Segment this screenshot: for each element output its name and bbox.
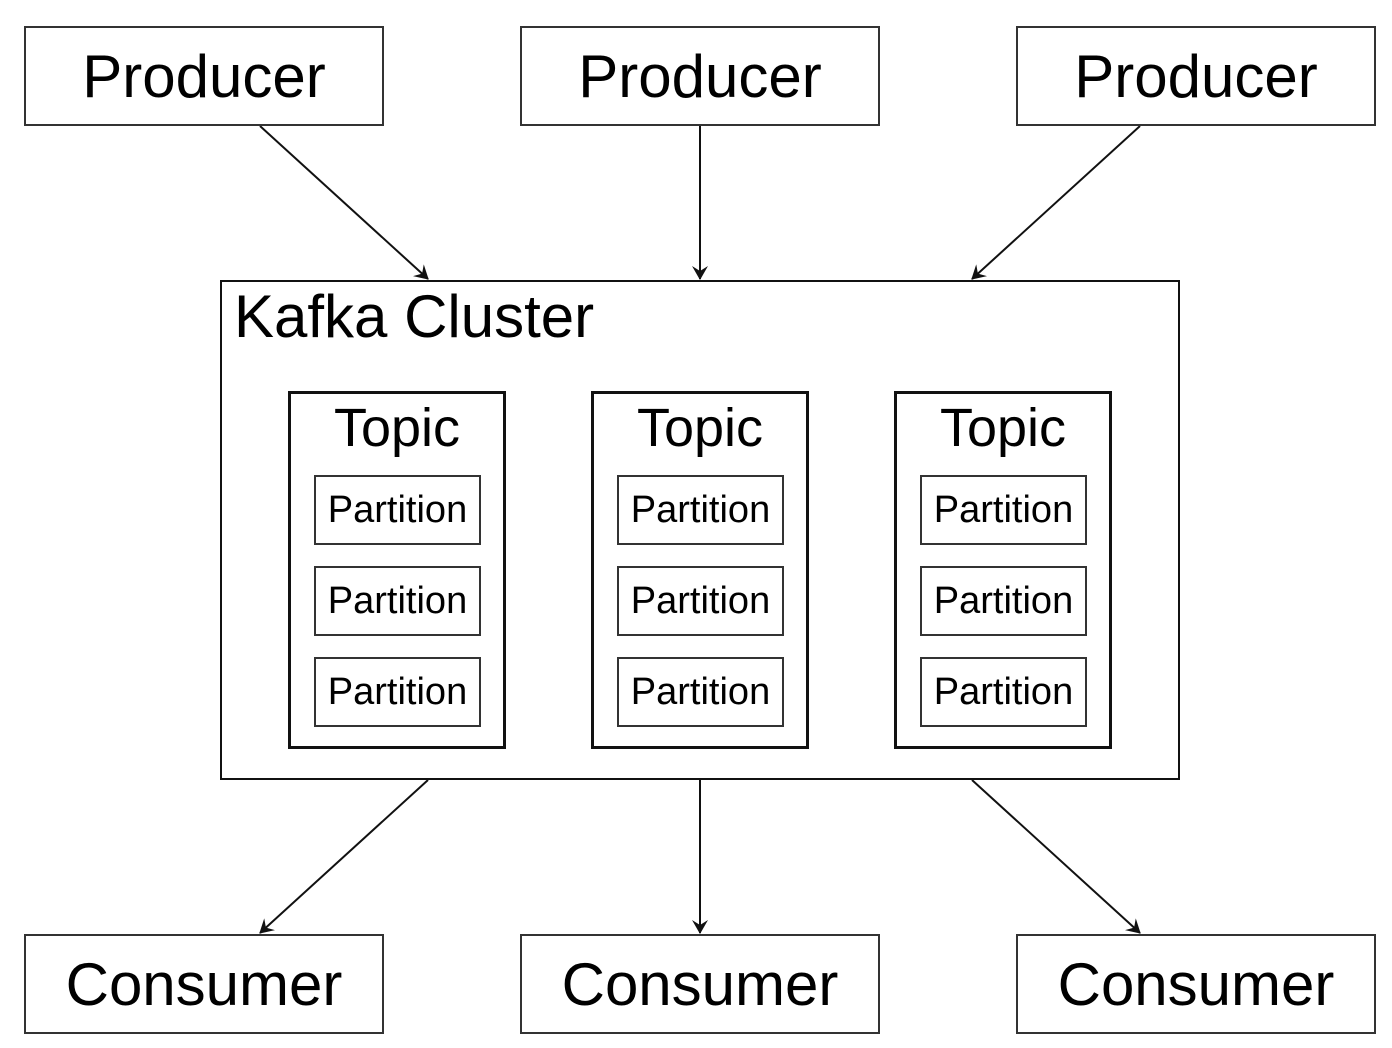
consumer-label: Consumer (1057, 950, 1335, 1018)
topic-box: Topic Partition Partition Partition (894, 391, 1112, 749)
topic-label: Topic (636, 398, 764, 458)
producer-label: Producer (578, 42, 822, 110)
topic-label: Topic (333, 398, 461, 458)
partition-box: Partition (314, 566, 481, 636)
cluster-title: Kafka Cluster (234, 283, 595, 350)
topic-box: Topic Partition Partition Partition (288, 391, 506, 749)
topic-box: Topic Partition Partition Partition (591, 391, 809, 749)
partition-box: Partition (920, 566, 1087, 636)
partition-box: Partition (617, 566, 784, 636)
arrow-cluster-to-consumer-1 (259, 779, 429, 934)
partition-box: Partition (314, 657, 481, 727)
consumer-label: Consumer (65, 950, 343, 1018)
producer-box: Producer (520, 26, 880, 126)
partition-box: Partition (617, 657, 784, 727)
arrow-cluster-to-consumer-3 (971, 779, 1141, 934)
producer-box: Producer (1016, 26, 1376, 126)
partition-box: Partition (920, 657, 1087, 727)
consumer-box: Consumer (24, 934, 384, 1034)
partition-box: Partition (920, 475, 1087, 545)
kafka-cluster: Kafka Cluster Topic Partition Partition … (220, 280, 1180, 780)
producer-label: Producer (1074, 42, 1318, 110)
partition-box: Partition (314, 475, 481, 545)
consumer-box: Consumer (520, 934, 880, 1034)
producer-box: Producer (24, 26, 384, 126)
partition-box: Partition (617, 475, 784, 545)
topic-label: Topic (939, 398, 1067, 458)
consumer-box: Consumer (1016, 934, 1376, 1034)
arrow-producer-1-to-cluster (259, 125, 429, 280)
arrow-producer-3-to-cluster (971, 125, 1141, 280)
consumer-label: Consumer (561, 950, 839, 1018)
producer-label: Producer (82, 42, 326, 110)
